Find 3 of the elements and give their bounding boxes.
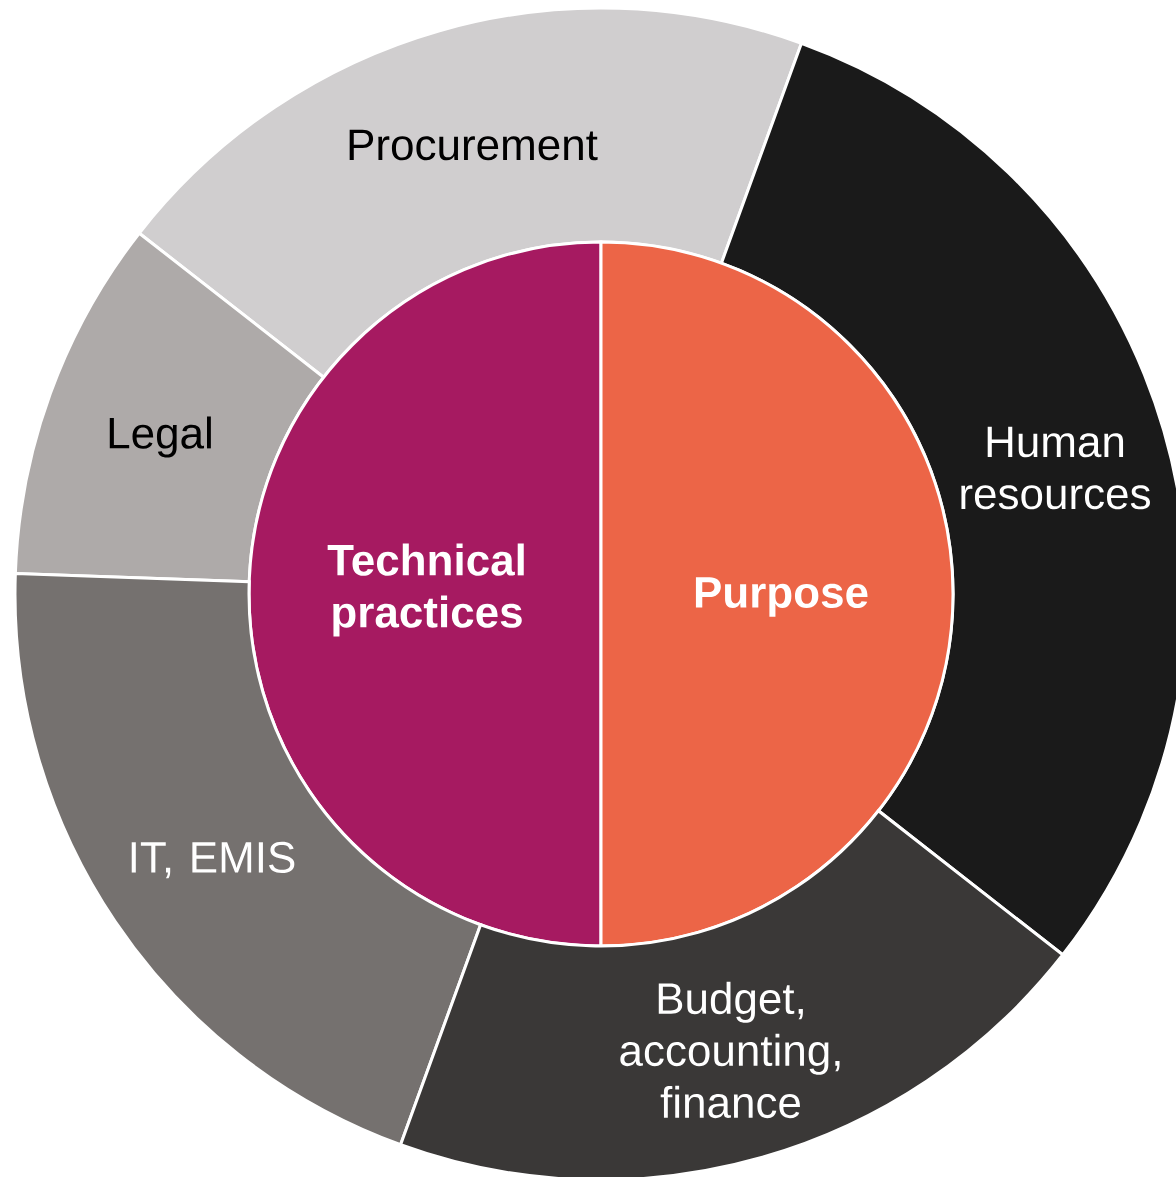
ring-segment: Budget, accounting, finance [399,809,1065,1177]
ring-segment: Legal [13,231,326,584]
ring-segment: Procurement [137,6,803,379]
